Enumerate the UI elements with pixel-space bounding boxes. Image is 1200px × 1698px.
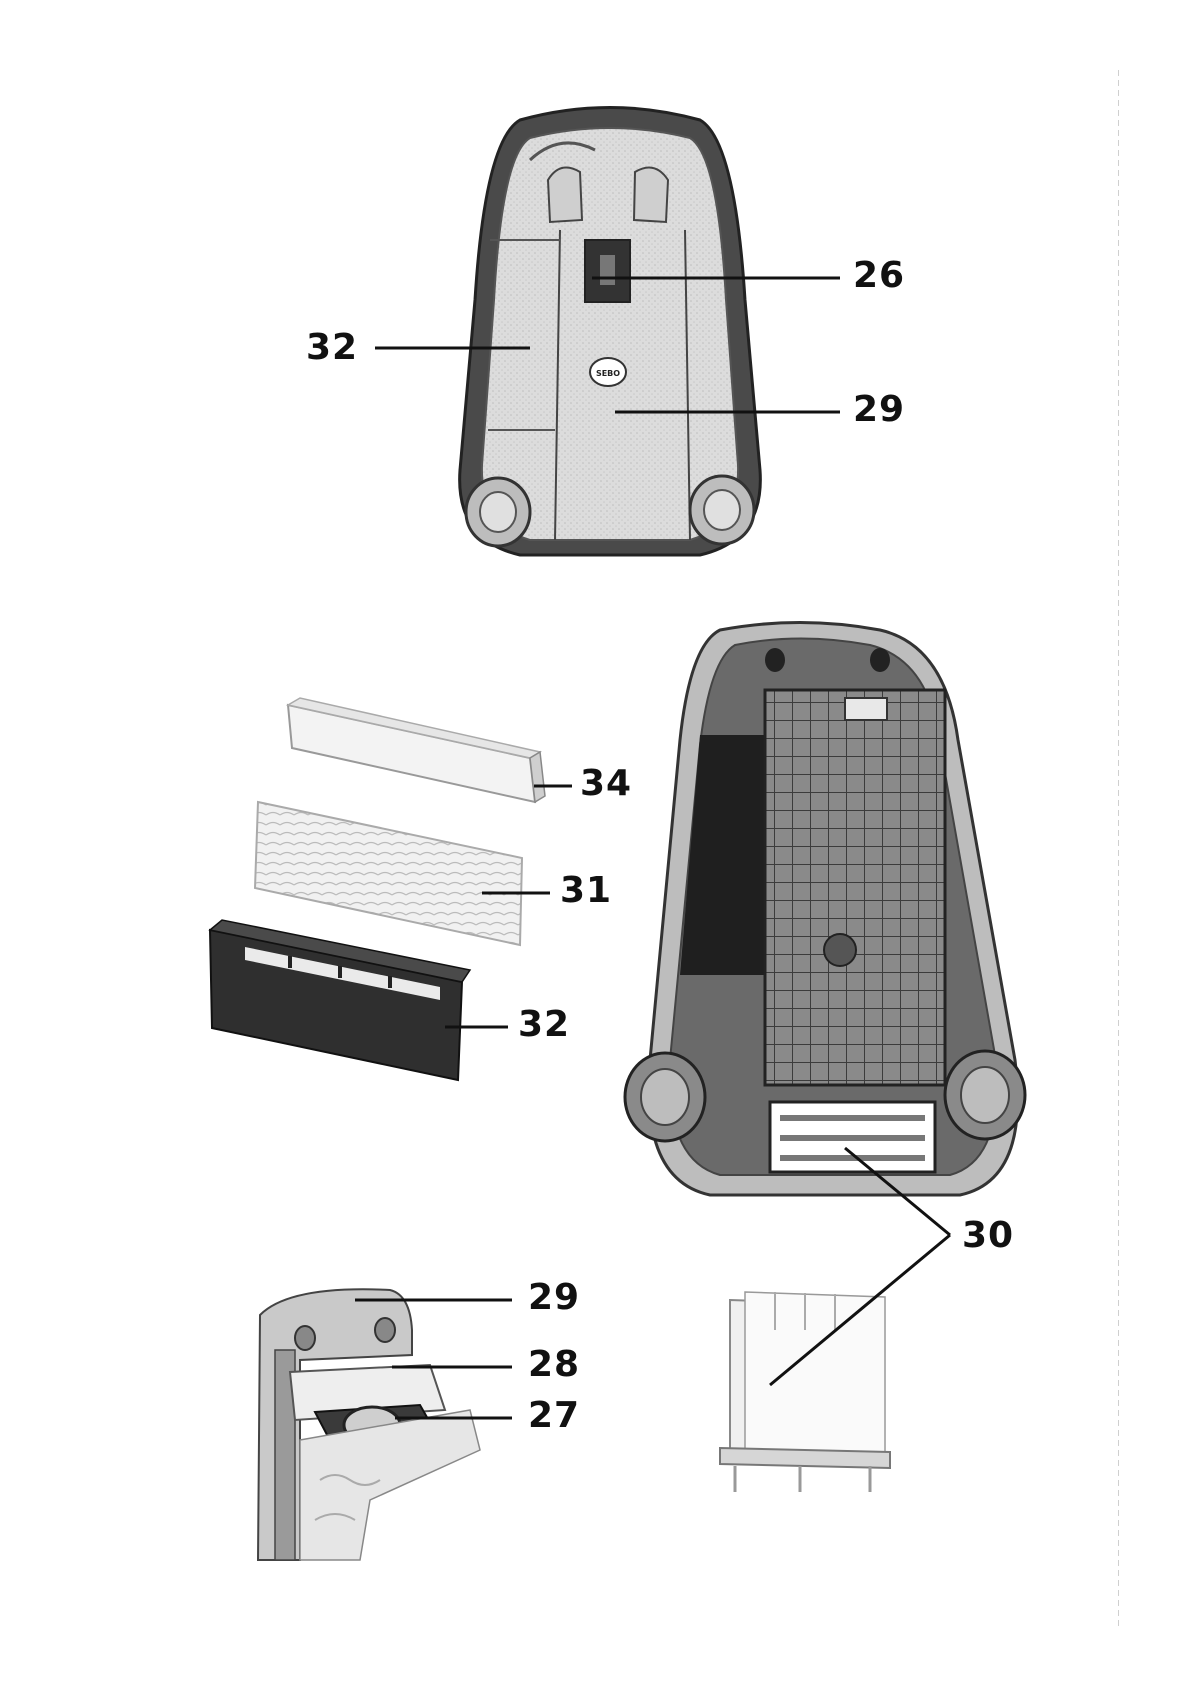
filter-31	[253, 800, 524, 947]
callout-29-top: 29	[853, 389, 906, 430]
vacuum-open-view	[623, 621, 1027, 1197]
callout-26: 26	[853, 255, 906, 296]
callout-34: 34	[580, 763, 633, 804]
brand-logo-text: SEBO	[596, 369, 620, 378]
callout-27: 27	[528, 1395, 581, 1436]
motor-filter-30	[719, 1291, 891, 1492]
filter-34	[285, 697, 546, 804]
filter-frame-32	[208, 919, 472, 1082]
callout-30: 30	[962, 1215, 1015, 1256]
leader-30-b	[769, 1233, 951, 1387]
scan-edge-line	[1118, 70, 1119, 1630]
callout-28: 28	[528, 1344, 581, 1385]
sebo-logo	[589, 357, 627, 387]
callout-32-top: 32	[306, 327, 359, 368]
vacuum-rear-view	[458, 106, 762, 557]
callout-31: 31	[560, 870, 613, 911]
callout-32-mid: 32	[518, 1004, 571, 1045]
callout-29-bottom: 29	[528, 1277, 581, 1318]
bag-compartment-view	[256, 1288, 481, 1561]
leader-30-a	[844, 1146, 951, 1237]
